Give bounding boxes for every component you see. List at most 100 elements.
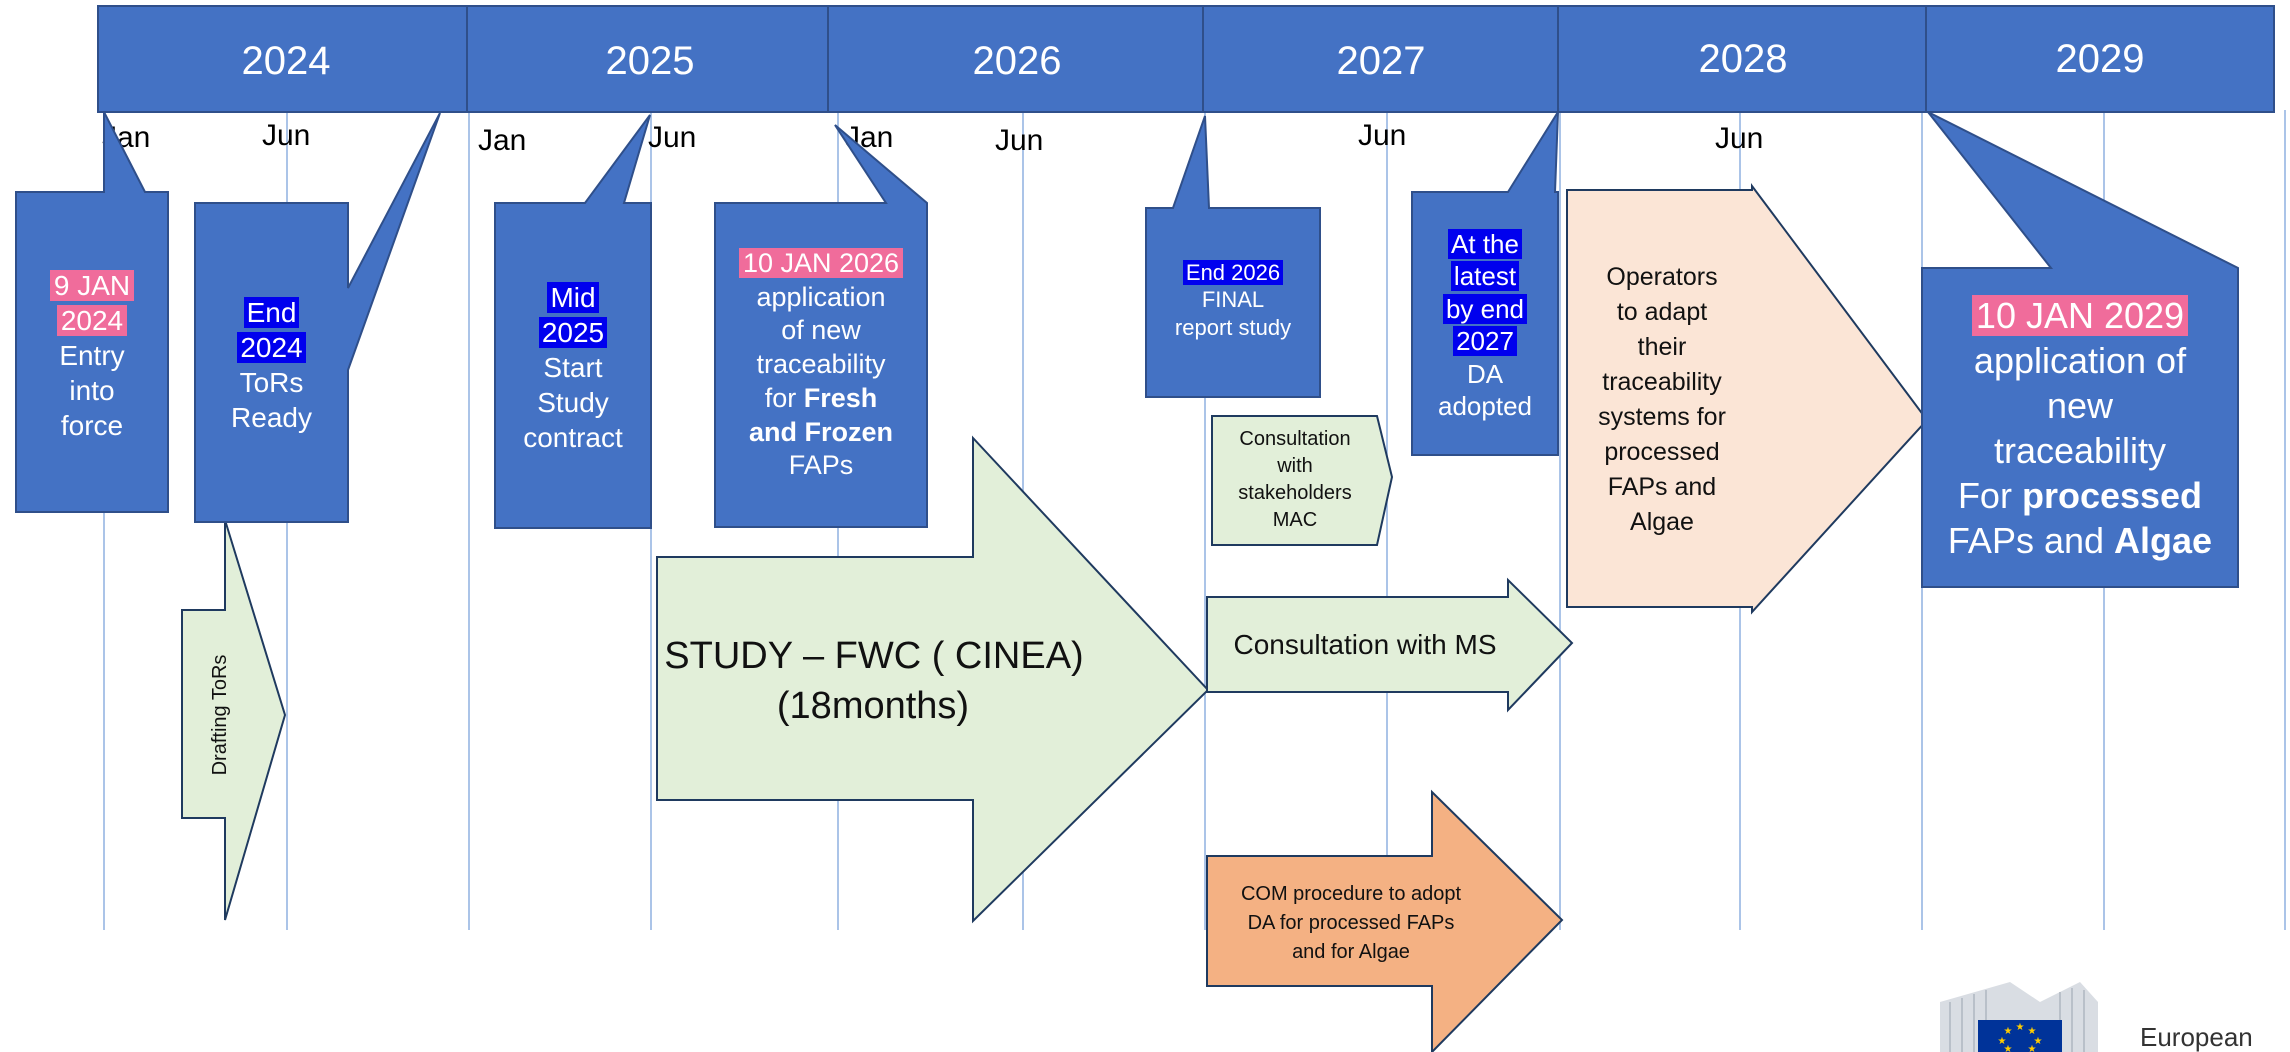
month-labels: Jan Jun Jan Jun Jan Jun Jun Jun — [102, 119, 1763, 157]
callout-date: 2027 — [1453, 326, 1517, 356]
callout-text-part: for — [764, 382, 804, 413]
callout-text-part: FAPs and — [1947, 519, 2115, 561]
year-label: 2028 — [1699, 37, 1788, 81]
study-label-line2: (18months) — [777, 685, 969, 727]
callout-text: of new — [781, 315, 861, 346]
operators-line: traceability — [1602, 368, 1722, 396]
callout-text-bold: and Frozen — [748, 416, 893, 447]
study-label-line1: STUDY – FWC ( CINEA) — [664, 635, 1083, 677]
callout-text: traceability — [1993, 429, 2167, 471]
eu-logo: ★ ★ ★ ★ ★ ★ ★ European — [1940, 982, 2253, 1052]
svg-text:★: ★ — [2004, 1026, 2013, 1037]
callout-text-bold: processed — [2021, 474, 2203, 516]
consult-ms-arrow — [1206, 577, 1574, 713]
callout-2026-final-shape — [1145, 115, 1321, 398]
callout-date: 2025 — [538, 316, 608, 348]
consult-stakeholders-shape — [1211, 415, 1394, 546]
callout-text: FAPs — [788, 450, 854, 481]
callout-date: Mid — [547, 281, 599, 313]
callout-date: 2024 — [56, 304, 128, 336]
callout-date: End — [243, 297, 300, 328]
operators-line: FAPs and — [1608, 473, 1716, 501]
year-header: 2024 2025 2026 2027 2028 2029 — [97, 5, 2275, 113]
callout-2026-fresh-body: 10 JAN 2026 application of new traceabil… — [738, 247, 904, 481]
year-box-2024 — [97, 5, 471, 113]
drafting-tors-label: Drafting ToRs — [209, 655, 231, 776]
year-box-2028 — [1557, 5, 1929, 113]
callout-2024-tors-body: End 2024 ToRs Ready — [231, 297, 312, 433]
callout-text: force — [60, 409, 124, 441]
callout-text: FAPs and Algae — [1948, 518, 2212, 563]
callout-text: Ready — [231, 402, 312, 433]
operators-line: Operators — [1606, 263, 1717, 291]
consult-stakeholders-line: stakeholders — [1238, 482, 1351, 504]
callout-2029-processed-body: 10 JAN 2029 application of new traceabil… — [1948, 294, 2212, 563]
com-procedure-line: and for Algae — [1292, 941, 1410, 963]
operators-line: Algae — [1630, 508, 1694, 536]
com-procedure-line: COM procedure to adopt — [1241, 883, 1462, 905]
com-procedure-text: COM procedure to adopt DA for processed … — [1241, 883, 1462, 963]
consult-ms-label: Consultation with MS — [1233, 629, 1496, 660]
year-box-2029 — [1925, 5, 2275, 113]
consult-stakeholders-line: Consultation — [1239, 428, 1350, 450]
callout-text: adopted — [1438, 391, 1532, 421]
year-label: 2024 — [242, 39, 331, 83]
eu-stars-icon: ★ ★ ★ ★ ★ ★ ★ — [1998, 1022, 2043, 1052]
callout-2029-processed-shape — [1921, 111, 2239, 588]
svg-text:★: ★ — [2004, 1044, 2013, 1052]
callout-text: DA — [1466, 358, 1504, 389]
com-procedure-line: DA for processed FAPs — [1248, 912, 1455, 934]
month-label: Jun — [1358, 119, 1406, 152]
callout-date: by end — [1442, 293, 1528, 324]
consult-stakeholders-text: Consultation with stakeholders MAC — [1238, 428, 1351, 531]
year-box-2027 — [1202, 5, 1561, 113]
callout-text: Entry — [59, 339, 125, 371]
callout-2026-final-body: End 2026 FINAL report study — [1174, 259, 1292, 340]
com-procedure-arrow — [1206, 789, 1564, 1052]
month-label: Jun — [1715, 122, 1763, 155]
year-label: 2029 — [2056, 37, 2145, 81]
callout-text-part: For — [1957, 474, 2022, 516]
callout-2024-entry-body: 9 JAN 2024 Entry into force — [49, 269, 135, 441]
callout-date: latest — [1450, 261, 1520, 291]
study-arrow — [656, 435, 1210, 924]
callout-2025-study-body: Mid 2025 Start Study contract — [523, 281, 623, 453]
callout-text-bold: Fresh — [803, 382, 878, 413]
svg-text:★: ★ — [2028, 1044, 2037, 1052]
callout-date: 2024 — [237, 332, 306, 363]
callout-2026-fresh-shape — [714, 124, 928, 528]
month-label: Jun — [262, 119, 310, 152]
callout-date: 10 JAN 2026 — [738, 247, 904, 278]
operators-line: processed — [1604, 438, 1719, 466]
callout-text: FINAL — [1201, 287, 1265, 313]
callout-text: Study — [537, 386, 609, 418]
callout-text: application of — [1973, 339, 2187, 381]
operators-arrow — [1566, 182, 1929, 615]
callout-text: traceability — [756, 349, 886, 380]
callout-date: 10 JAN 2029 — [1971, 294, 2189, 336]
svg-text:★: ★ — [1998, 1036, 2007, 1047]
callout-text: ToRs — [239, 367, 304, 398]
callout-text: for Fresh — [765, 382, 878, 416]
callout-2027-da-body: At the latest by end 2027 DA adopted — [1438, 228, 1532, 421]
callout-text: For processed — [1958, 473, 2202, 518]
callout-text: contract — [523, 421, 623, 453]
operators-line: their — [1638, 333, 1687, 361]
consult-stakeholders-line: MAC — [1273, 509, 1317, 531]
month-label: Jan — [478, 124, 526, 157]
callout-text: into — [69, 374, 115, 406]
operators-line: to adapt — [1617, 298, 1707, 326]
callout-text: report study — [1174, 314, 1292, 340]
eu-flag-icon — [1978, 1020, 2062, 1052]
svg-text:★: ★ — [2016, 1022, 2025, 1033]
drafting-tors-arrow — [181, 519, 287, 921]
operators-line: systems for — [1598, 403, 1726, 431]
operators-text: Operators to adapt their traceability sy… — [1598, 263, 1726, 536]
callout-date: At the — [1448, 228, 1522, 259]
svg-text:★: ★ — [2028, 1026, 2037, 1037]
callout-date: 9 JAN — [49, 269, 135, 301]
year-label: 2026 — [973, 39, 1062, 83]
year-box-2025 — [466, 5, 831, 113]
svg-text:★: ★ — [2034, 1036, 2043, 1047]
callout-text: application — [756, 281, 886, 312]
